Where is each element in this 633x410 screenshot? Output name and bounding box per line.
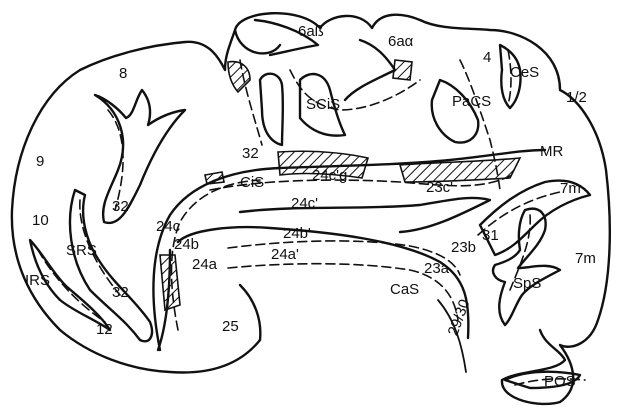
- label-24b: 24b: [174, 236, 199, 253]
- label-32-top: 32: [242, 145, 259, 162]
- label-23c: 23c': [426, 179, 453, 196]
- label-cas: CaS: [390, 281, 419, 298]
- hatch-cis: [205, 172, 224, 184]
- label-scis: SCiS: [306, 96, 340, 113]
- label-7m-low: 7m: [575, 250, 596, 267]
- label-24c: 24c: [156, 218, 181, 235]
- callosal-line: [158, 227, 468, 350]
- label-mr: MR: [540, 143, 563, 160]
- label-24bprime: 24b': [283, 225, 311, 242]
- scis-loop: [260, 74, 283, 145]
- label-sps: SpS: [513, 275, 541, 292]
- label-pacs: PaCS: [452, 93, 491, 110]
- label-8: 8: [119, 65, 127, 82]
- hatch-32: [160, 255, 180, 310]
- label-cis: CiS: [240, 174, 264, 191]
- label-32-mid: 32: [112, 198, 129, 215]
- sulcus-srs: [70, 190, 152, 341]
- label-srs: SRS: [66, 242, 97, 259]
- label-25: 25: [222, 318, 239, 335]
- hatch-scis: [228, 62, 250, 92]
- label-24cprime: 24c': [291, 195, 318, 212]
- cingulate-sulcus-dash: [172, 180, 261, 330]
- label-24a: 24a: [192, 256, 218, 273]
- pacs-loop: [432, 80, 479, 143]
- label-32-low: 32: [112, 284, 129, 301]
- label-1-2: 1/2: [566, 89, 587, 106]
- hatch-6aa: [393, 60, 412, 80]
- sulcus-sps: [493, 209, 560, 325]
- label-4: 4: [483, 49, 491, 66]
- label-6aa: 6aα: [388, 33, 414, 50]
- label-24aprime: 24a': [271, 246, 299, 263]
- label-pos: POS: [544, 373, 576, 390]
- label-12: 12: [96, 321, 113, 338]
- label-24cg: 24c'g: [312, 167, 347, 184]
- label-irs: IRS: [25, 272, 50, 289]
- label-7m-top: 7m: [560, 180, 581, 197]
- label-ces: CeS: [510, 64, 539, 81]
- label-6ab: 6aß: [298, 23, 324, 40]
- label-23b: 23b: [451, 239, 476, 256]
- label-10: 10: [32, 212, 49, 229]
- label-23a: 23a: [424, 260, 450, 277]
- label-9: 9: [36, 153, 44, 170]
- cingulate-inner: [240, 198, 490, 232]
- label-31: 31: [482, 227, 499, 244]
